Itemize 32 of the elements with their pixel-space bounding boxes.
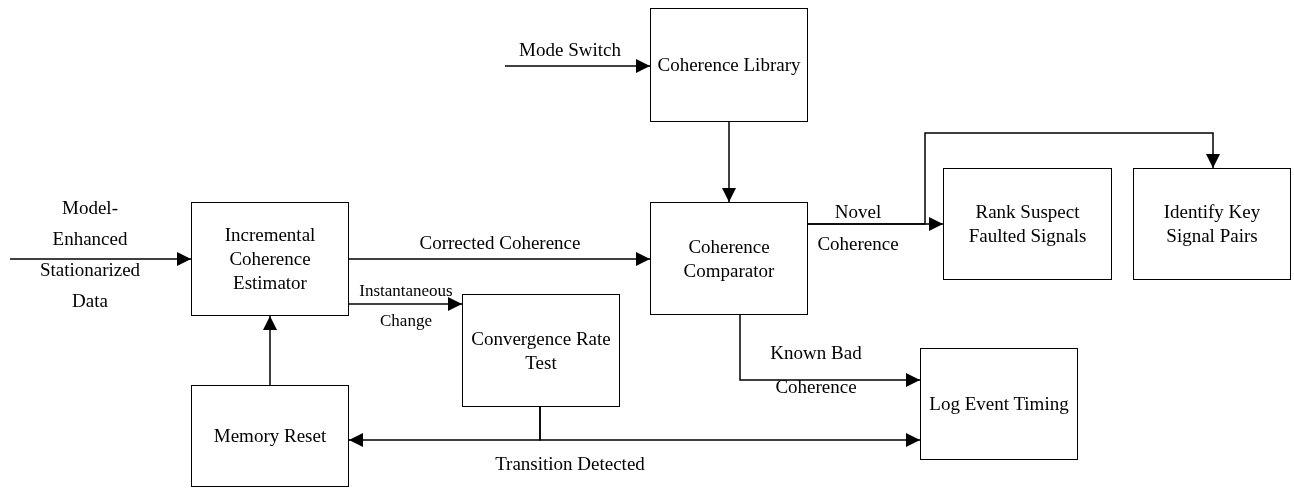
box-label: Incremental Coherence Estimator (223, 223, 317, 295)
process-box (191, 202, 349, 316)
arrow (9, 252, 192, 266)
edge-label: Corrected Coherence (418, 231, 582, 255)
arrow (263, 315, 277, 386)
box-label: Coherence Comparator (682, 234, 776, 283)
box-label: Identify Key Signal Pairs (1162, 200, 1262, 248)
process-box (650, 8, 808, 122)
box-label: Convergence Rate Test (470, 326, 612, 375)
edge-label: Novel Coherence (816, 200, 900, 256)
process-box (920, 348, 1078, 460)
arrow (348, 252, 651, 266)
edge-label: Known Bad Coherence (769, 341, 863, 399)
edge-label: Model- Enhanced Stationarized Data (38, 196, 142, 313)
process-box (1133, 168, 1291, 280)
process-box (191, 385, 349, 487)
arrow (504, 59, 651, 73)
arrow (722, 121, 736, 203)
process-box (650, 202, 808, 315)
box-label: Log Event Timing (928, 392, 1070, 416)
process-box (462, 294, 620, 407)
arrow (348, 297, 463, 311)
arrow (739, 314, 921, 387)
process-box (943, 168, 1112, 280)
box-label: Rank Suspect Faulted Signals (967, 200, 1088, 248)
box-label: Coherence Library (656, 53, 802, 77)
edge-label: Mode Switch (518, 38, 622, 62)
edge-label: Transition Detected (494, 452, 646, 476)
box-label: Memory Reset (212, 424, 328, 448)
edge-label: Instantaneous Change (358, 280, 454, 332)
arrow (807, 132, 1220, 225)
arrow (539, 406, 921, 447)
